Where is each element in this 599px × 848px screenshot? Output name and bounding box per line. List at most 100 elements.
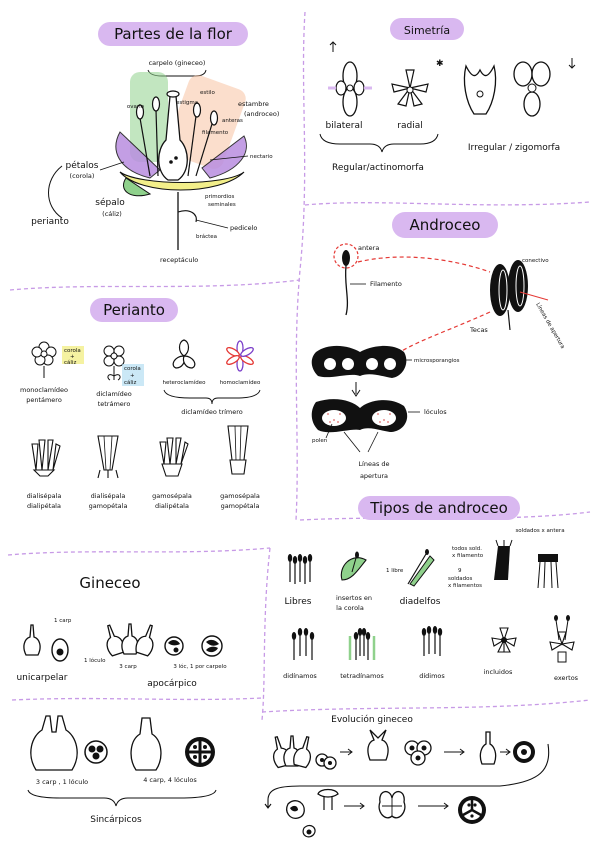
- evolucion-step-6-icon: [378, 791, 406, 819]
- label-tres-loc: 3 lóc, 1 por carpelo: [173, 663, 227, 670]
- gineceo-title: Gineceo: [79, 574, 140, 592]
- heteroclamideo-flower-icon: [172, 339, 196, 369]
- label-heteroclamideo: heteroclamídeo: [163, 379, 207, 386]
- label-tetramero: tetrámero: [98, 400, 131, 408]
- label-corola-mono: corola: [64, 348, 81, 354]
- dialisepala-dialipetala-icon: [31, 439, 61, 477]
- label-ovario: ovario: [127, 104, 145, 110]
- label-antera: antera: [358, 244, 379, 252]
- irregular-flower-icon: [463, 64, 497, 115]
- label-irregular: Irregular / zigomorfa: [468, 143, 560, 153]
- label-pedicelo: pedicelo: [230, 224, 257, 232]
- label-diadelfos: diadelfos: [400, 597, 441, 607]
- label-receptaculo: receptáculo: [160, 256, 198, 264]
- label-type2a: dialisépala: [91, 492, 126, 500]
- monadelfos-stamens-icon: [494, 539, 513, 580]
- label-didimos: dídimos: [419, 672, 445, 680]
- label-sepalo: sépalo: [95, 197, 125, 208]
- unicarpelar-pistil-icon: [23, 624, 41, 656]
- sincarpico-ovary-4-icon: [185, 737, 215, 767]
- label-type3b: dialipétala: [155, 502, 189, 510]
- label-insertos-2: la corola: [336, 604, 364, 612]
- section-tipos-androceo: Tipos de androceo soldados x antera todo…: [283, 496, 579, 682]
- evolucion-step-2-icon: [367, 729, 389, 761]
- radial-flower-icon: [391, 69, 429, 107]
- section-androceo: Androceo antera Filamento conectivo Teca…: [311, 212, 566, 480]
- section-evolucion-gineceo: Evolución gineceo: [264, 714, 550, 838]
- section-perianto: Perianto corola + cáliz monoclamídeo pen…: [20, 298, 261, 510]
- anther-cross-section-open: [311, 399, 408, 433]
- label-bilateral: bilateral: [325, 121, 362, 131]
- section-dividers: [7, 11, 591, 721]
- partes-title: Partes de la flor: [114, 25, 233, 43]
- label-type4b: gamopétala: [221, 502, 260, 510]
- label-mas-di: +: [130, 373, 135, 379]
- label-microsporangios: microsporangios: [414, 358, 460, 364]
- unicarpelar-ovary-icon: [51, 638, 69, 662]
- evolucion-step-4-icon: [286, 800, 316, 838]
- perianto-title: Perianto: [103, 301, 165, 319]
- label-type3a: gamosépala: [152, 492, 192, 500]
- androceo-title: Androceo: [410, 216, 481, 234]
- bilateral-flower-icon: [328, 61, 372, 117]
- zygomorphic-flower-icon: [513, 61, 551, 117]
- label-loculos: lóculos: [424, 408, 447, 416]
- homoclamideo-flower-icon: [226, 340, 254, 372]
- evolucion-title: Evolución gineceo: [331, 714, 413, 725]
- evolucion-step-5-icon: [317, 788, 339, 810]
- label-un-loculo: 1 lóculo: [84, 657, 106, 664]
- label-monoclamideo: monoclamídeo: [20, 386, 68, 394]
- anther-detail: [490, 260, 549, 331]
- anther-cross-section-closed: [311, 345, 407, 378]
- label-type4a: gamosépala: [220, 492, 260, 500]
- incluidos-flower-icon: [491, 627, 517, 653]
- label-diclamideo: diclamídeo: [96, 390, 132, 398]
- gamosepala-dialipetala-icon: [159, 437, 189, 477]
- section-simetria: Simetría ✱ bilateral radial Regular/acti…: [319, 18, 576, 173]
- simetria-title: Simetría: [404, 24, 450, 37]
- label-caliz-mono: cáliz: [64, 359, 76, 366]
- diclamideo-flower-icon: [103, 345, 125, 381]
- label-pentamero: pentámero: [26, 396, 62, 404]
- label-tres-carp-1loc: 3 carp , 1 lóculo: [36, 778, 88, 786]
- label-bractea: bráctea: [196, 233, 217, 240]
- libres-stamens-icon: [287, 553, 313, 585]
- label-cuatro-carp: 4 carp, 4 lóculos: [143, 776, 197, 784]
- label-anteras: anteras: [222, 118, 243, 124]
- label-lineas-apertura-1: Líneas de: [358, 460, 389, 468]
- radial-star-icon: ✱: [436, 59, 444, 69]
- apocarpico-ovary-1-icon: [164, 636, 184, 656]
- label-libre: 1 libre: [386, 568, 404, 574]
- sincarpico-ovary-3-icon: [84, 740, 108, 764]
- evolucion-step-1-ovary-icon: [315, 753, 337, 770]
- label-corola: (corola): [70, 172, 95, 180]
- label-mas-mono: +: [70, 354, 75, 360]
- label-conectivo: conectivo: [522, 258, 549, 264]
- label-x-filamentos: x filamentos: [448, 583, 482, 589]
- apocarpico-pistils-icon: [100, 622, 160, 658]
- label-androceo: (androceo): [244, 110, 279, 118]
- label-seminales: seminales: [208, 202, 236, 208]
- label-radial: radial: [397, 121, 422, 131]
- label-type1a: dialisépala: [27, 492, 62, 500]
- label-lineas-dehiscencia: Líneas de apertura: [534, 302, 566, 350]
- label-diclamideo-trimero: diclamídeo trímero: [181, 408, 242, 416]
- didinamos-stamens-icon: [291, 627, 315, 661]
- evolucion-step-1-icon: [267, 734, 317, 769]
- label-lineas-apertura-2: apertura: [360, 472, 388, 480]
- label-tres-carp: 3 carp: [119, 664, 137, 670]
- label-soldados-antera: soldados x antera: [515, 528, 564, 534]
- label-petalos: pétalos: [66, 160, 99, 171]
- insertos-corola-icon: [340, 551, 367, 581]
- label-regular: Regular/actinomorfa: [332, 163, 424, 173]
- label-nectario: nectario: [250, 154, 273, 160]
- label-corola-di: corola: [124, 366, 141, 372]
- exertos-flower-icon: [549, 615, 575, 663]
- label-perianto: perianto: [31, 217, 69, 227]
- label-libres: Libres: [285, 597, 312, 607]
- sincarpico-pistil-3-icon: [30, 715, 78, 771]
- label-incluidos: incluidos: [484, 668, 513, 676]
- sincarpico-pistil-4-icon: [130, 717, 162, 771]
- label-sincarpicos: Sincárpicos: [90, 815, 142, 825]
